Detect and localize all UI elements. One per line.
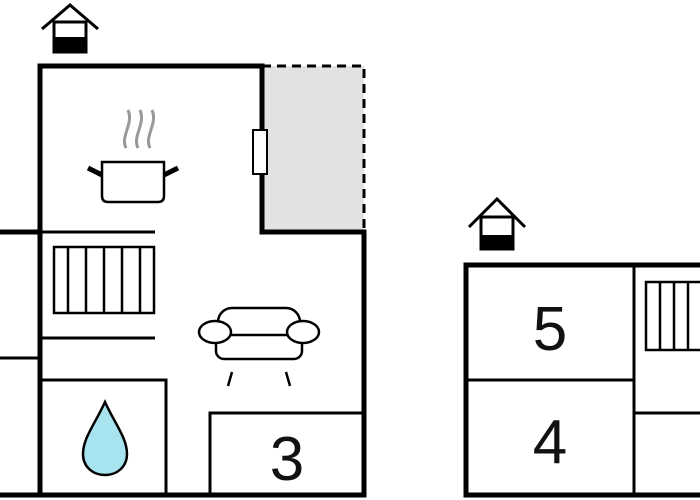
radiator-icon — [644, 280, 700, 352]
cooking-pot-icon — [86, 109, 180, 204]
house-entrance-icon — [41, 3, 99, 54]
radiator-icon — [52, 245, 156, 315]
second-building-interior-walls — [466, 265, 700, 495]
second-building-walls — [463, 262, 700, 498]
room-number-5: 5 — [533, 295, 567, 364]
terrace-area — [262, 64, 366, 232]
water-drop-icon — [81, 398, 129, 477]
room-number-3: 3 — [270, 425, 304, 494]
window-icon — [252, 129, 268, 175]
main-building-interior-walls — [0, 230, 364, 495]
sofa-icon — [197, 306, 321, 387]
house-entrance-icon — [467, 196, 527, 251]
room-number-4: 4 — [533, 408, 567, 477]
